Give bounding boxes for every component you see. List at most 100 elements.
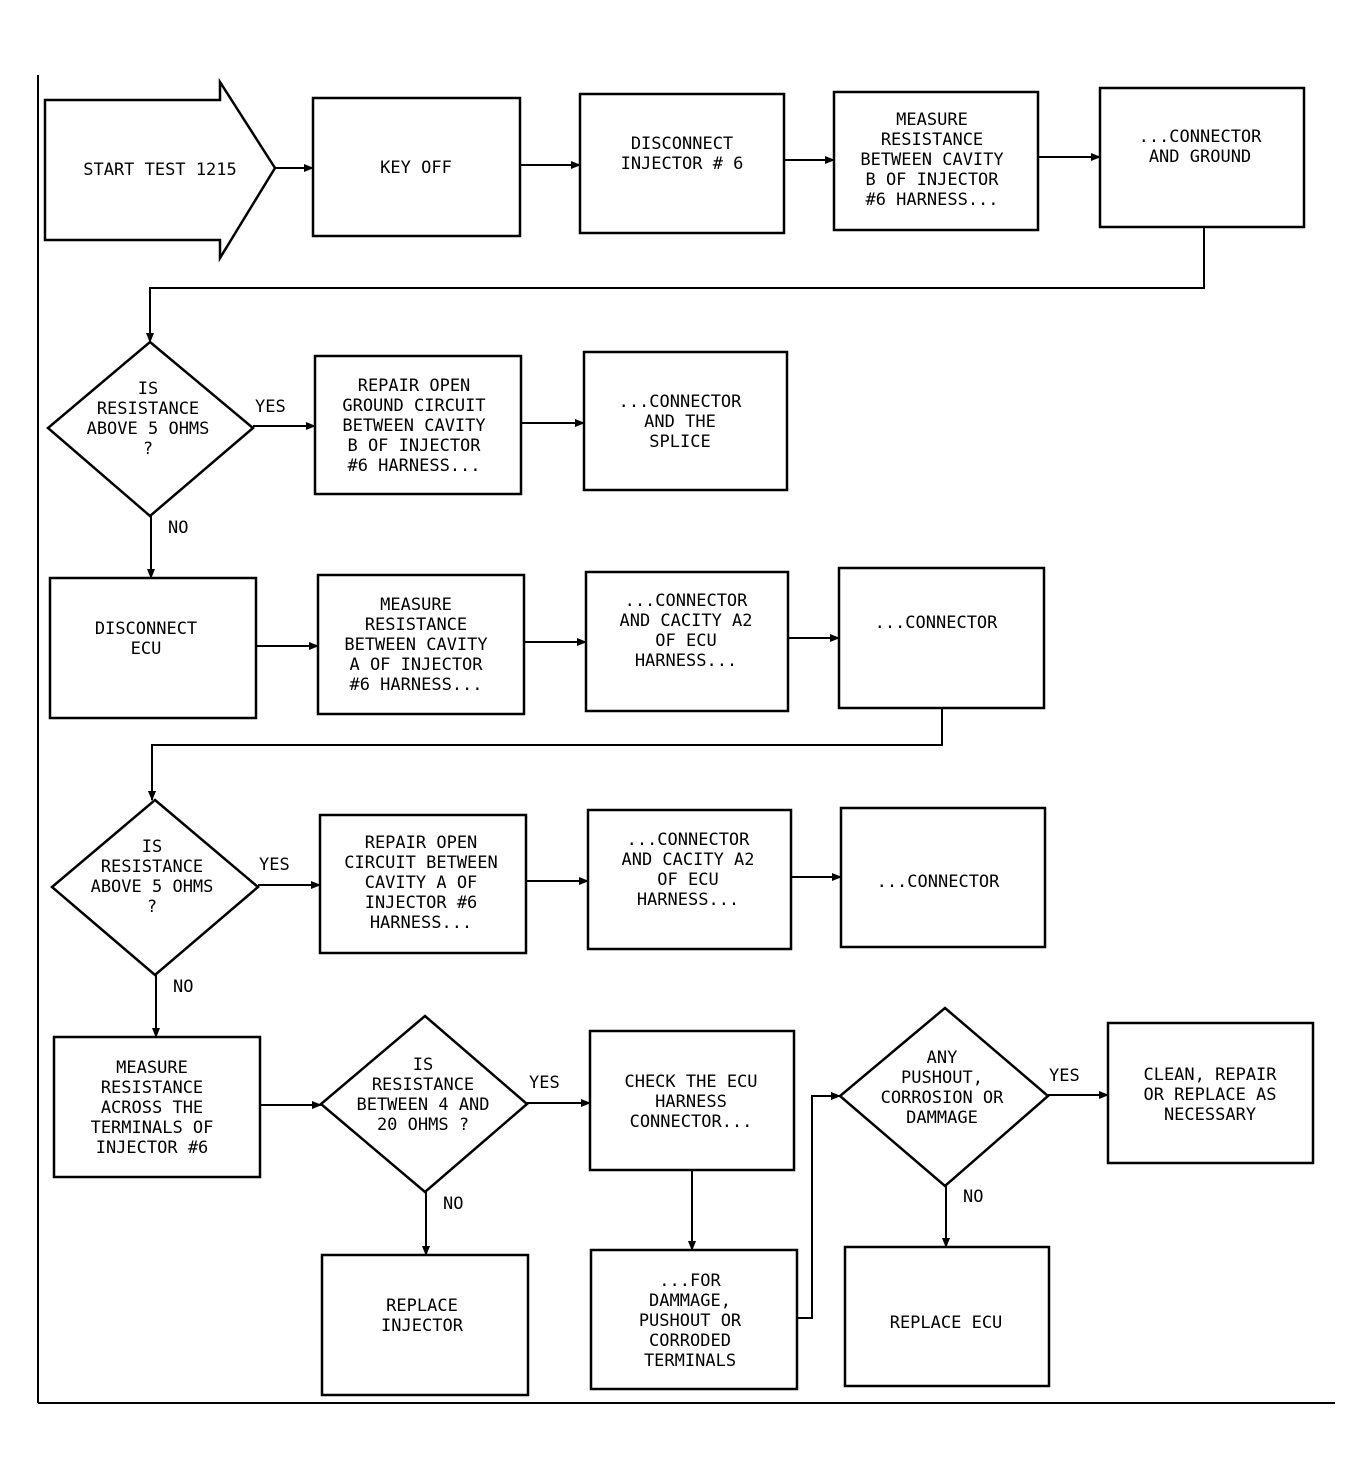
node-text-line: ? [143,439,153,459]
replace-ecu-text: REPLACE ECU [890,1313,1003,1333]
node-text-line: INJECTOR # 6 [621,154,744,174]
connectors [146,153,1205,1319]
node-text-line: REPAIR OPEN [365,833,478,853]
node-text-line: ECU [131,639,162,659]
node-text-line: TERMINALS [644,1351,736,1371]
node-text-line: ABOVE 5 OHMS [87,419,210,439]
node-text-line: CHECK THE ECU [624,1072,757,1092]
node-text-line: #6 HARNESS... [865,190,998,210]
node-text-line: A OF INJECTOR [349,655,483,675]
node-text-line: INJECTOR [381,1316,464,1336]
start-node: START TEST 1215 [43,77,277,263]
yes-label: YES [259,855,290,875]
node-text-line: RESISTANCE [881,130,983,150]
node-text-line: REPLACE [386,1296,458,1316]
node-text-line: CIRCUIT BETWEEN [344,853,498,873]
node-text-line: AND CACITY A2 [619,611,752,631]
node-text-line: RESISTANCE [101,1078,203,1098]
connector-box-2: ...CONNECTOR [839,806,1047,949]
node-text-line: INJECTOR #6 [365,893,478,913]
node-text-line: TERMINALS OF [91,1118,214,1138]
node-text-line: CORROSION OR [881,1088,1005,1108]
node-text-line: MEASURE [116,1058,188,1078]
node-text-line: ...CONNECTOR [1139,127,1263,147]
node-text-line: CONNECTOR... [630,1112,753,1132]
node-text-line: ANY [927,1048,958,1068]
node-text-line: REPLACE ECU [890,1313,1003,1333]
replace-ecu-box: REPLACE ECU [843,1245,1051,1388]
yes-label: YES [529,1073,560,1093]
node-text-line: PUSHOUT OR [639,1311,742,1331]
node-text-line: ? [147,897,157,917]
node-text-line: GROUND CIRCUIT [342,396,485,416]
node-text-line: DISCONNECT [631,134,733,154]
node-text-line: REPAIR OPEN [358,376,471,396]
node-text-line: HARNESS... [637,890,739,910]
node-text-line: START TEST 1215 [83,160,237,180]
start-node-text: START TEST 1215 [83,160,237,180]
node-text-line: OF ECU [655,631,716,651]
node-text-line: CLEAN, REPAIR [1143,1065,1277,1085]
node-text-line: #6 HARNESS... [347,456,480,476]
node-text-line: RESISTANCE [365,615,467,635]
key-off-text: KEY OFF [380,158,452,178]
node-text-line: KEY OFF [380,158,452,178]
key-off-box: KEY OFF [311,96,522,238]
yes-label: YES [255,397,286,417]
node-text-line: ...CONNECTOR [875,613,999,633]
connector-box-1: ...CONNECTOR [837,566,1046,710]
node-text-line: DAMMAGE, [649,1291,731,1311]
node-text-line: OR REPLACE AS [1143,1085,1276,1105]
node-text-line: ACROSS THE [101,1098,203,1118]
node-text-line: #6 HARNESS... [349,675,482,695]
node-text-line: ...CONNECTOR [877,872,1001,892]
node-text-line: MEASURE [896,110,968,130]
node-text-line: B OF INJECTOR [865,170,999,190]
no-label: NO [168,518,188,538]
node-text-line: INJECTOR #6 [96,1138,209,1158]
node-text-line: CAVITY A OF [365,873,478,893]
node-text-line: BETWEEN 4 AND [356,1095,489,1115]
node-text-line: HARNESS [655,1092,727,1112]
node-text-line: ...CONNECTOR [627,830,751,850]
node-text-line: DAMMAGE [906,1108,978,1128]
no-label: NO [173,977,193,997]
connector-text-1: ...CONNECTOR [875,613,999,633]
yes-label: YES [1049,1066,1080,1086]
edge-labels: YES NO YES NO YES NO YES NO [168,397,1080,1214]
node-text-line: MEASURE [380,595,452,615]
node-text-line: IS [138,379,158,399]
